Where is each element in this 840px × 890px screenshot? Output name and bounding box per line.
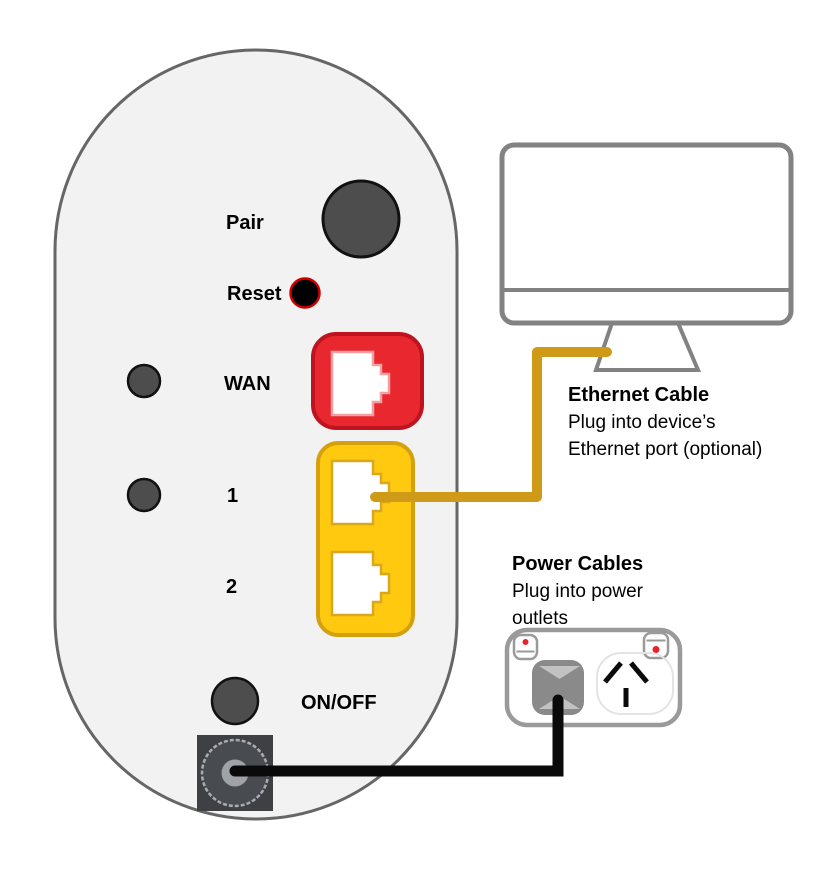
outlet-switch-right	[642, 631, 670, 660]
lan1-led	[126, 477, 162, 513]
outlet-socket-recess	[596, 652, 674, 715]
outlet-plug	[532, 660, 584, 715]
power-annotation-line1: Plug into power	[512, 581, 644, 602]
onoff-label: ON/OFF	[301, 692, 377, 714]
power-annotation-line2: outlets	[512, 608, 568, 629]
computer-monitor	[499, 142, 794, 372]
outlet-plug-top-facet	[539, 666, 580, 679]
wan-led	[126, 363, 162, 399]
power-annotation-title: Power Cables	[512, 553, 643, 575]
router-device: Pair Reset WAN 1 2 ON/OFF	[53, 48, 459, 821]
pair-label: Pair	[226, 212, 264, 234]
ethernet-annotation-title: Ethernet Cable	[568, 384, 709, 406]
reset-label: Reset	[227, 283, 282, 305]
lan1-label: 1	[227, 485, 238, 507]
monitor-screen	[499, 142, 794, 326]
power-annotation: Power Cables Plug into power outlets	[512, 553, 644, 629]
outlet-switch-left-indicator	[522, 639, 529, 645]
outlet-pin-slot-right	[629, 661, 649, 684]
ethernet-annotation-line2: Ethernet port (optional)	[568, 439, 762, 460]
outlet-switch-right-indicator	[652, 646, 660, 653]
power-outlet	[504, 627, 683, 728]
wan-label: WAN	[224, 373, 271, 395]
ethernet-annotation-line1: Plug into device’s	[568, 412, 716, 433]
reset-button	[289, 277, 321, 309]
outlet-pin-slot-left	[603, 661, 623, 684]
outlet-pin-slots	[603, 661, 649, 707]
lan2-label: 2	[226, 576, 237, 598]
power-cable	[229, 694, 564, 777]
onoff-button	[210, 676, 260, 726]
ethernet-annotation: Ethernet Cable Plug into device’s Ethern…	[568, 384, 762, 460]
monitor-stand	[593, 322, 702, 372]
ethernet-cable	[370, 347, 612, 502]
pair-button	[321, 179, 401, 259]
outlet-switch-left	[512, 633, 539, 661]
